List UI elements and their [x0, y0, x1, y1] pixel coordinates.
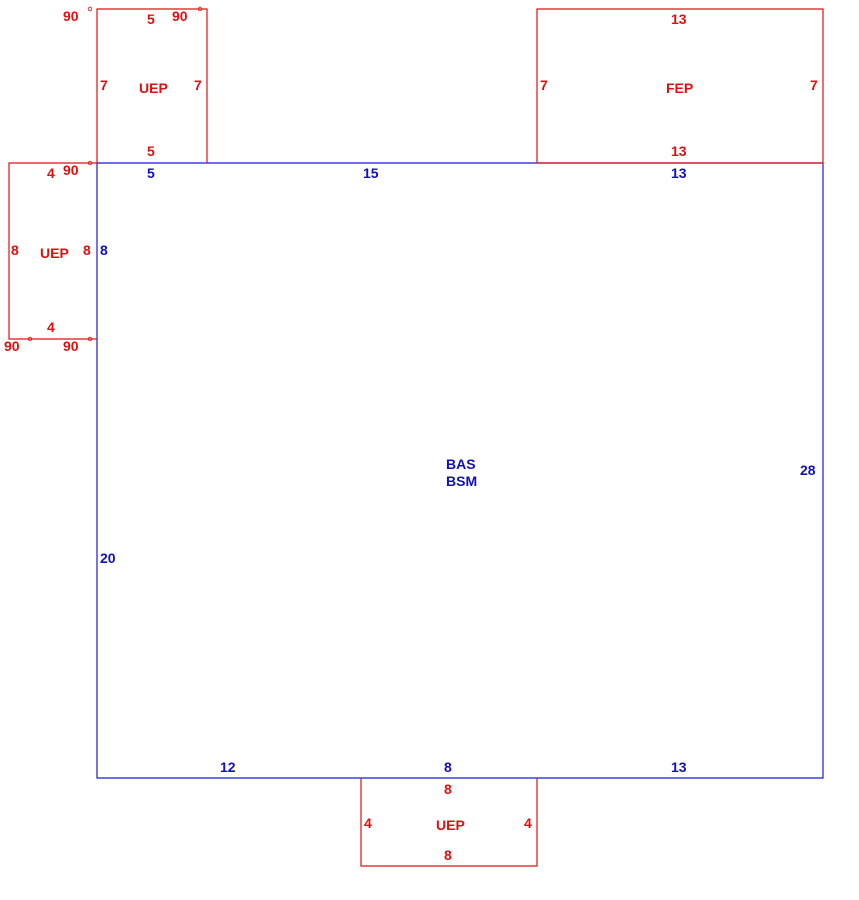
angle-marker — [197, 6, 203, 12]
uep-left-outline — [8, 162, 97, 340]
main-dim-left-b: 20 — [100, 550, 116, 566]
uep-bottom-dim-left: 4 — [364, 815, 372, 831]
main-dim-right: 28 — [800, 462, 816, 478]
fep-dim-right: 7 — [810, 77, 818, 93]
main-dim-top-a: 5 — [147, 165, 155, 181]
main-dim-top-b: 15 — [363, 165, 379, 181]
uep-bottom-outline — [360, 778, 538, 867]
fep-dim-left: 7 — [540, 77, 548, 93]
uep-left-dim-left: 8 — [11, 242, 19, 258]
uep-left-dim-right: 8 — [83, 242, 91, 258]
uep-bottom-dim-right: 4 — [524, 815, 532, 831]
uep-left-angle-2: 90 — [63, 338, 79, 354]
main-area-label-2: BSM — [446, 473, 477, 489]
uep-top-angle-1: 90 — [63, 8, 79, 24]
uep-bottom-label: UEP — [436, 817, 465, 833]
uep-bottom-dim-top: 8 — [444, 781, 452, 797]
fep-dim-top: 13 — [671, 11, 687, 27]
angle-marker — [27, 336, 33, 342]
fep-outline — [536, 8, 824, 163]
uep-top-label: UEP — [139, 80, 168, 96]
main-area-label-1: BAS — [446, 456, 476, 472]
uep-bottom-dim-bottom: 8 — [444, 847, 452, 863]
main-dim-top-c: 13 — [671, 165, 687, 181]
main-dim-left-a: 8 — [100, 242, 108, 258]
fep-label: FEP — [666, 80, 693, 96]
main-dim-bottom-a: 12 — [220, 759, 236, 775]
main-dim-bottom-c: 13 — [671, 759, 687, 775]
uep-left-angle-1: 90 — [4, 338, 20, 354]
uep-top-outline — [96, 8, 208, 163]
angle-marker — [87, 160, 93, 166]
uep-top-dim-right: 7 — [194, 77, 202, 93]
uep-left-label: UEP — [40, 245, 69, 261]
uep-top-dim-bottom: 5 — [147, 143, 155, 159]
fep-dim-bottom: 13 — [671, 143, 687, 159]
angle-marker — [87, 336, 93, 342]
uep-top-angle-3: 90 — [63, 162, 79, 178]
uep-top-dim-top: 5 — [147, 11, 155, 27]
main-dim-bottom-b: 8 — [444, 759, 452, 775]
angle-marker — [87, 6, 93, 12]
uep-left-dim-top: 4 — [47, 165, 55, 181]
uep-left-dim-bottom: 4 — [47, 319, 55, 335]
uep-top-dim-left: 7 — [100, 77, 108, 93]
uep-top-angle-2: 90 — [172, 8, 188, 24]
